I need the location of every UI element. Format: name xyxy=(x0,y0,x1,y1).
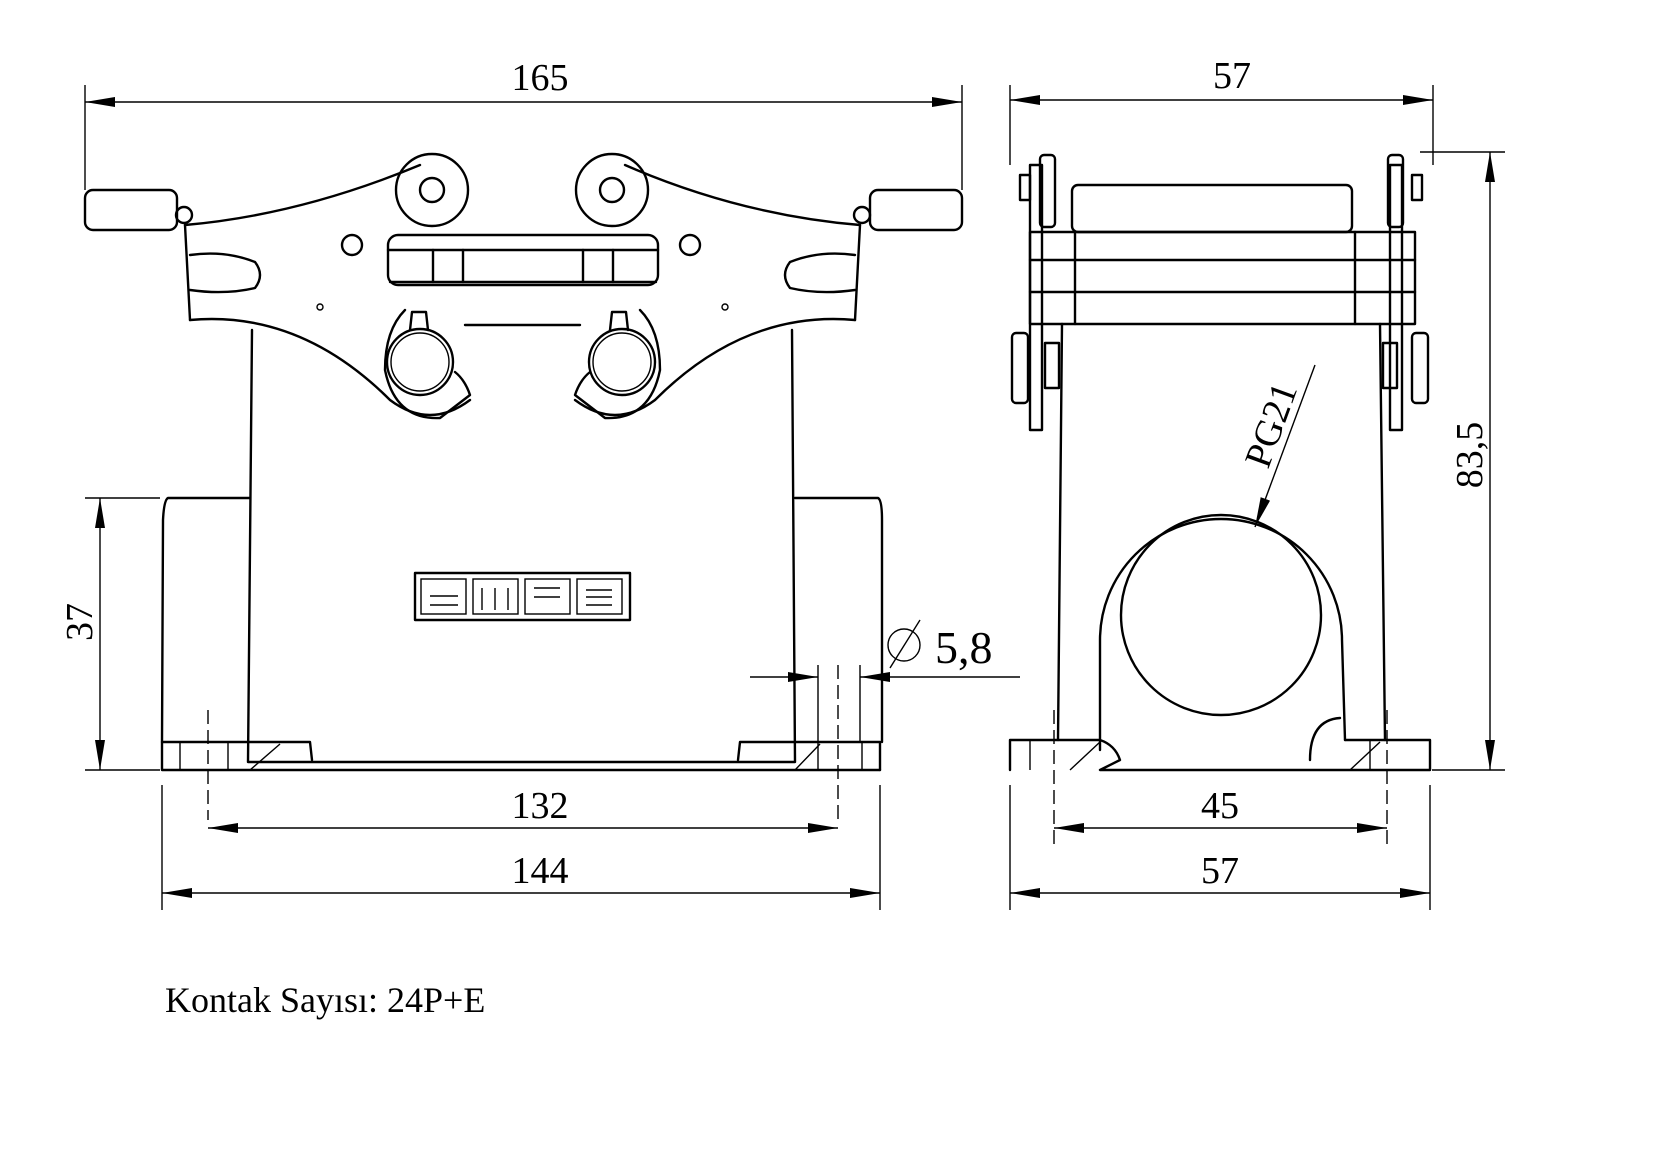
diameter-icon xyxy=(887,619,921,669)
dim-base-width: 144 xyxy=(512,850,569,892)
housing-body xyxy=(246,328,797,764)
dim-side-width-top: 57 xyxy=(1213,55,1251,97)
locking-lever xyxy=(183,163,862,417)
dim-side-base-width: 57 xyxy=(1201,850,1239,892)
pg21-boss xyxy=(1098,517,1347,752)
left-boss xyxy=(160,496,252,744)
right-handle xyxy=(868,188,964,232)
pg21-cable-entry xyxy=(1119,513,1323,717)
dim-hole-diameter: 5,8 xyxy=(935,622,993,673)
side-body xyxy=(1056,322,1387,742)
center-bar xyxy=(386,233,660,287)
dimension-lines xyxy=(84,85,1505,910)
right-roller xyxy=(587,327,657,397)
cover xyxy=(1070,183,1354,234)
side-view xyxy=(1008,153,1432,845)
dim-mount-spacing: 132 xyxy=(512,785,569,827)
front-view xyxy=(83,152,964,820)
right-pivot xyxy=(574,152,650,228)
side-base xyxy=(1008,716,1432,772)
left-roller xyxy=(385,327,455,397)
left-pivot xyxy=(394,152,470,228)
base-left xyxy=(160,740,882,772)
contact-count-caption: Kontak Sayısı: 24P+E xyxy=(165,980,485,1020)
base-right xyxy=(736,740,882,772)
dim-base-height: 37 xyxy=(59,603,101,641)
left-handle xyxy=(83,188,179,232)
right-boss xyxy=(793,496,884,744)
dim-overall-width: 165 xyxy=(512,57,569,99)
emas-logo xyxy=(413,571,632,622)
dim-side-mount-spacing: 45 xyxy=(1201,785,1239,827)
dim-height: 83,5 xyxy=(1449,422,1491,489)
upper-frame xyxy=(1028,230,1417,326)
pg21-label: PG21 xyxy=(1237,377,1306,473)
dimension-labels: 165 57 83,5 37 5,8 132 144 45 57 PG21 xyxy=(59,55,1491,892)
